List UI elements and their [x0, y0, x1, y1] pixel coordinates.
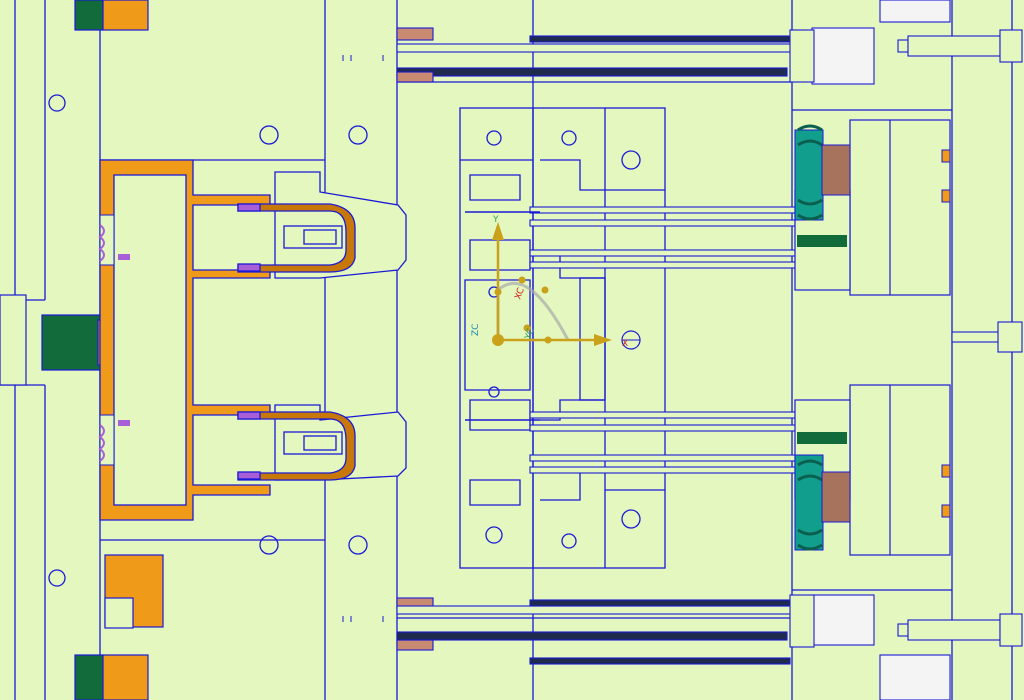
holes — [48, 94, 641, 587]
ejector-pins — [465, 206, 896, 474]
orange-u-frame — [98, 159, 271, 521]
triad-x-label: X — [622, 339, 628, 349]
triad-yc-label: YC — [523, 327, 537, 342]
right-bolts — [897, 29, 1023, 647]
springs-lower — [794, 432, 851, 551]
triad-y-label: Y — [492, 215, 499, 225]
springs-upper — [794, 124, 851, 247]
guide-rods — [396, 0, 951, 700]
triad-zc-label: ZC — [471, 324, 481, 336]
top-left-blocks — [74, 0, 164, 700]
coordinate-triad: Y XC YC ZC X — [471, 215, 641, 350]
slider-lower — [237, 404, 407, 481]
tick-marks — [342, 55, 384, 622]
slider-upper — [237, 171, 407, 279]
triad-xc-label: XC — [513, 287, 526, 302]
right-nuts — [941, 149, 951, 518]
